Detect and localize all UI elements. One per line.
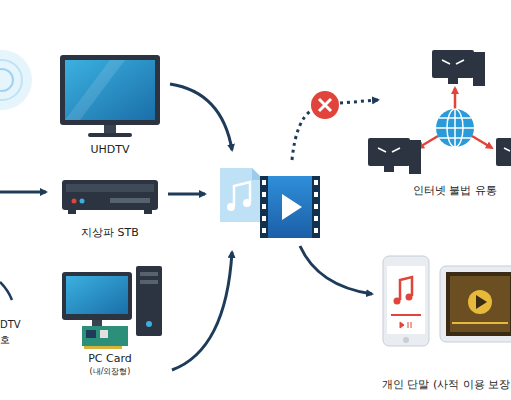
dotted-arrow: [340, 100, 378, 103]
set-top-box-icon: [62, 180, 158, 214]
node-caption: 개인 단말 (사적 이용 보장: [382, 378, 511, 392]
flow-arrow: [0, 191, 46, 194]
network-icon: [368, 50, 511, 174]
block-symbol: [311, 91, 339, 119]
signal-glow: [0, 50, 32, 110]
cropped-label: DTV: [0, 318, 21, 331]
device-node: UHDTV: [55, 143, 165, 157]
cropped-label: 호: [0, 333, 10, 346]
pc-icon: [62, 266, 162, 349]
node-subcaption: (내/외장형): [55, 366, 165, 377]
phone-icon: [383, 256, 429, 346]
tablet-icon: [440, 266, 511, 342]
media-file-icon: [220, 168, 320, 238]
flow-arrow: [168, 193, 205, 196]
node-caption: 지상파 STB: [55, 226, 165, 240]
flow-arrow: [0, 282, 12, 300]
device-node: 인터넷 불법 유통: [400, 184, 510, 198]
tv-icon: [60, 55, 160, 137]
flow-arrow: [172, 252, 232, 370]
device-node: PC Card(내/외장형): [55, 352, 165, 377]
device-node: 지상파 STB: [55, 226, 165, 240]
flow-arrow: [300, 246, 372, 294]
node-caption: 인터넷 불법 유통: [400, 184, 510, 198]
flow-arrow: [170, 84, 232, 150]
device-node: 개인 단말 (사적 이용 보장: [382, 378, 511, 392]
dotted-arrow: [292, 110, 312, 160]
node-caption: UHDTV: [55, 143, 165, 157]
node-caption: PC Card: [55, 352, 165, 366]
